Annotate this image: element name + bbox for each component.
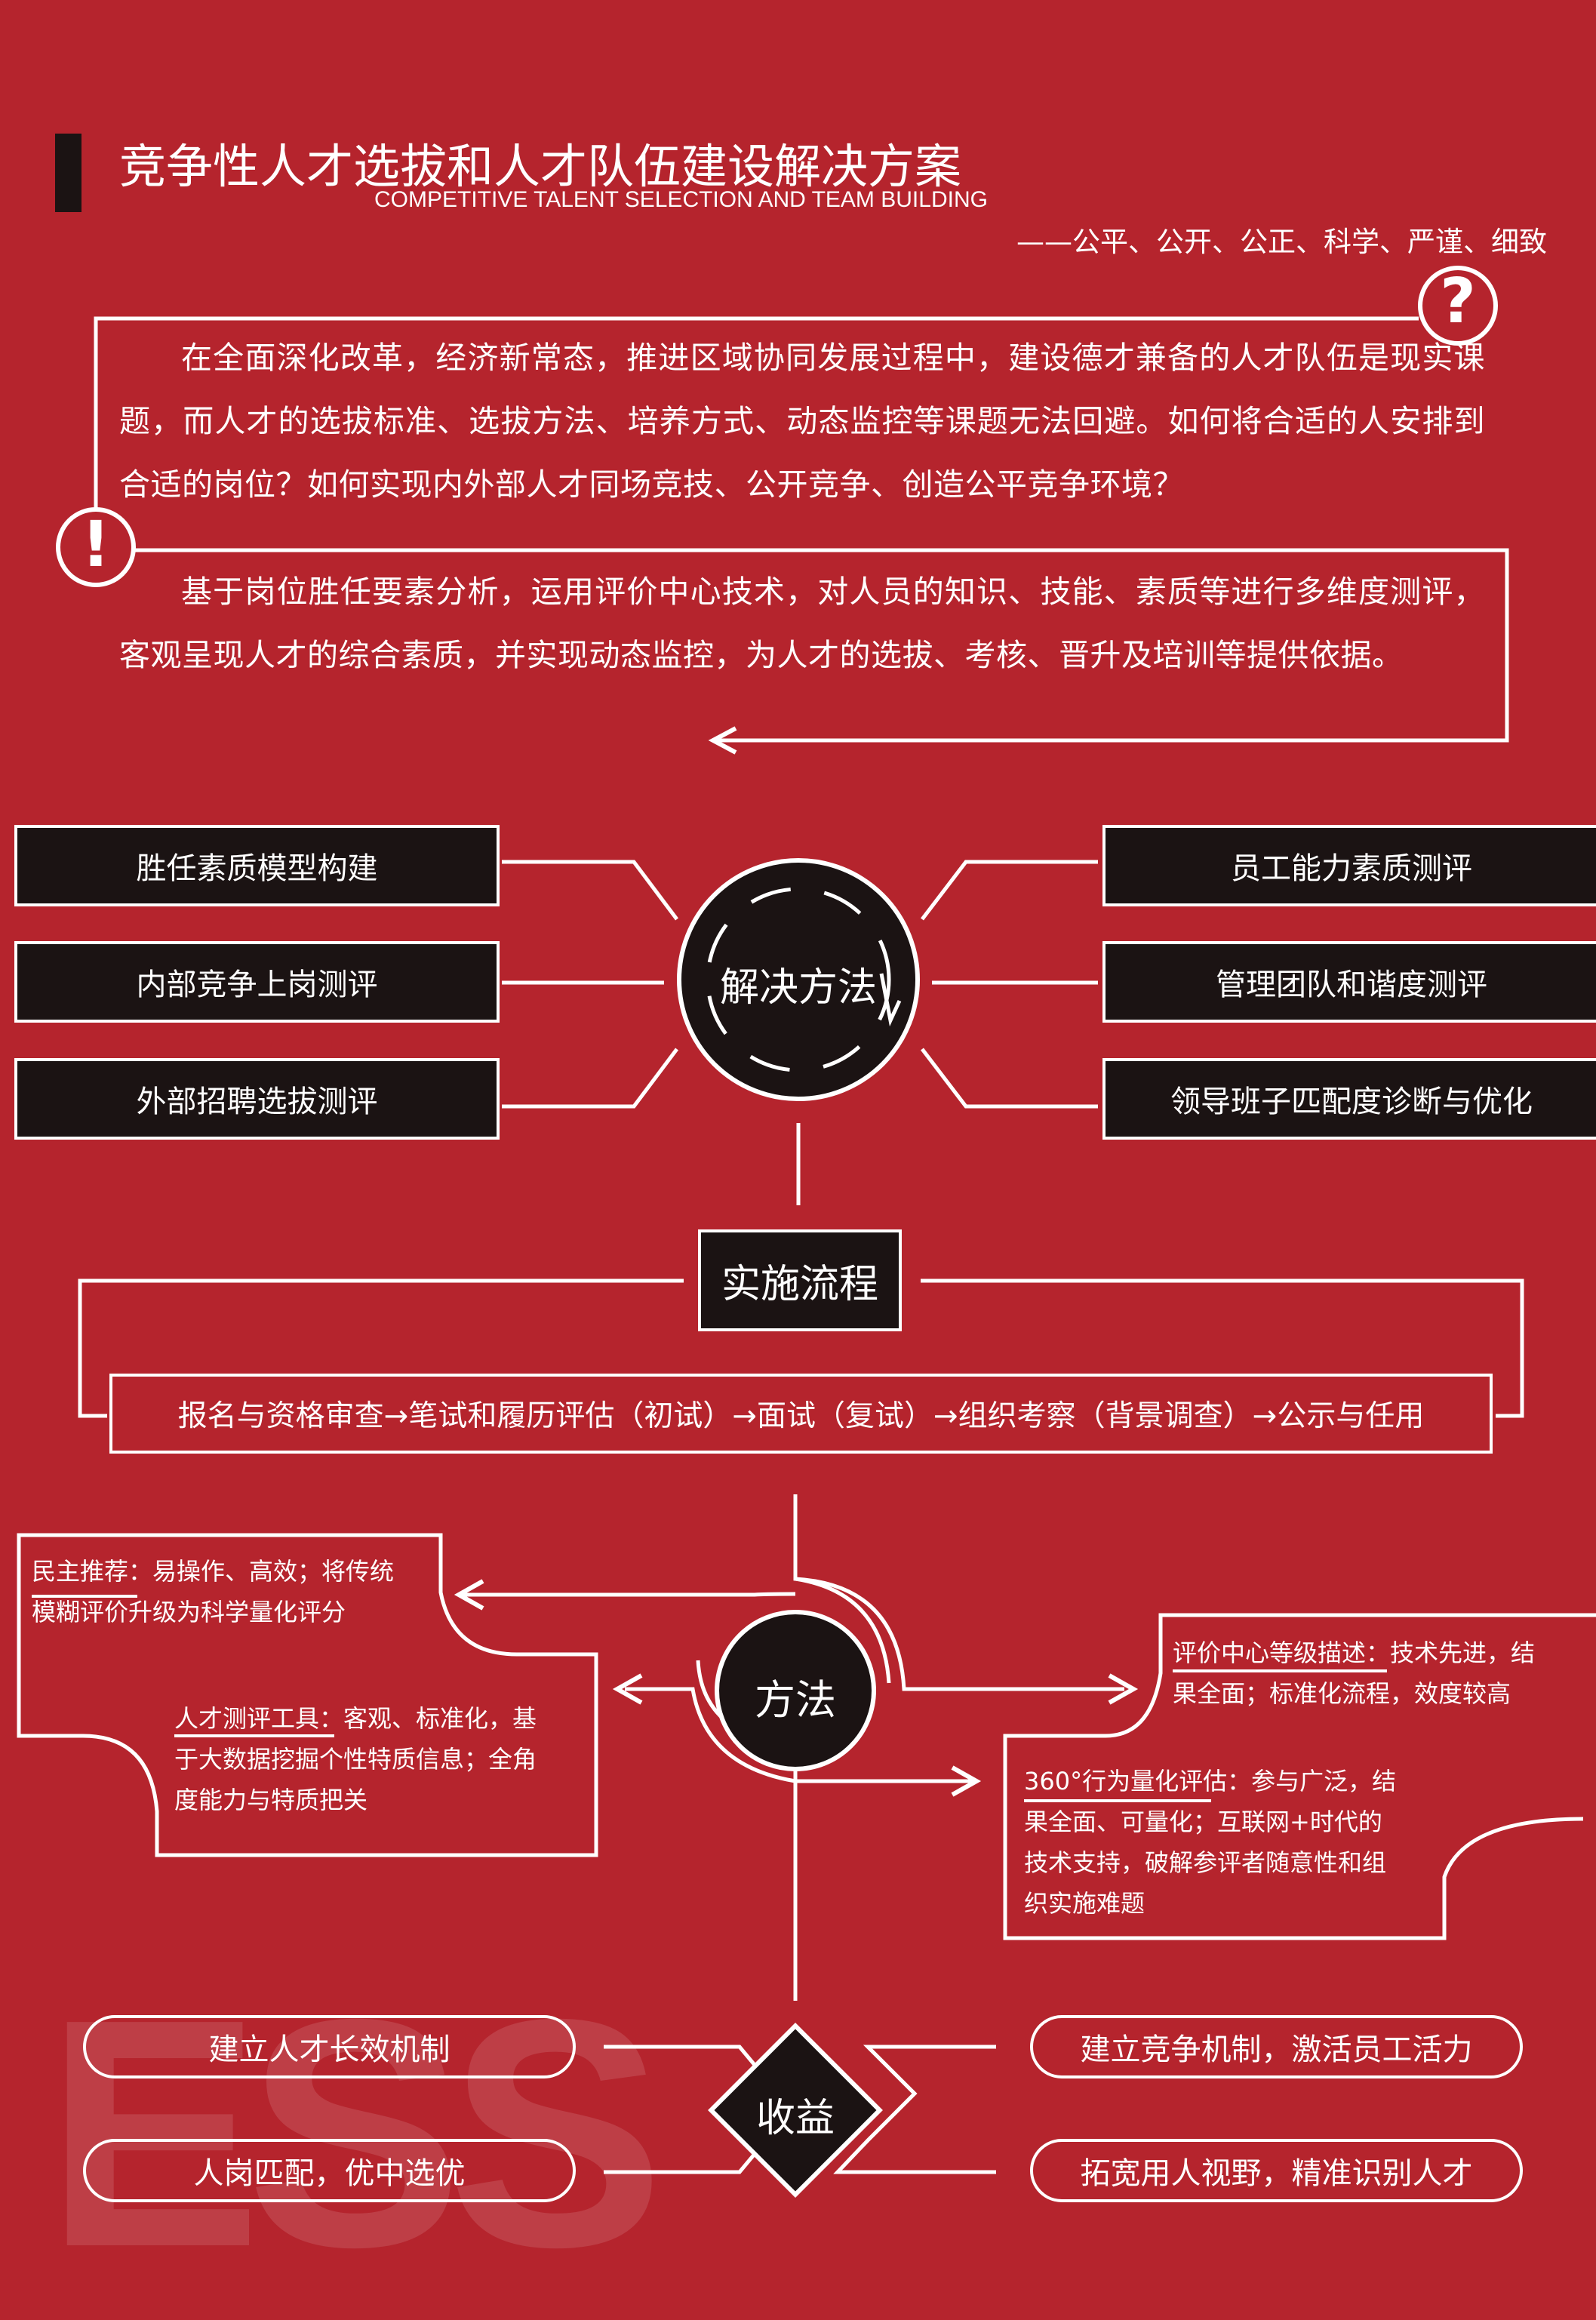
solution-center-label: 解决方法 — [719, 965, 877, 1011]
benefit-diamond — [708, 2023, 883, 2198]
question-circle — [1418, 266, 1498, 346]
method-item-4: 360°行为量化评估：参与广泛，结果全面、可量化；互联网+时代的技术支持，破解参… — [1024, 1767, 1397, 1918]
solution-left-3: 外部招聘选拔测评 — [14, 1058, 500, 1140]
solution-right-1: 员工能力素质测评 — [1102, 825, 1596, 906]
solution-circle — [677, 858, 920, 1101]
question-icon: ? — [1440, 266, 1476, 337]
solution-left-1: 胜任素质模型构建 — [14, 825, 500, 906]
solution-right-2: 管理团队和谐度测评 — [1102, 941, 1596, 1023]
answer-paragraph: 基于岗位胜任要素分析，运用评价中心技术，对人员的知识、技能、素质等进行多维度测评… — [119, 574, 1485, 673]
benefit-center-label: 收益 — [755, 2096, 835, 2141]
process-steps: 报名与资格审查→笔试和履历评估（初试）→面试（复试）→组织考察（背景调查）→公示… — [109, 1374, 1493, 1454]
exclamation-circle — [56, 507, 136, 587]
method-underline — [174, 1734, 334, 1737]
method-item-2: 人才测评工具：客观、标准化，基于大数据挖掘个性特质信息；全角度能力与特质把关 — [174, 1704, 537, 1814]
process-title: 实施流程 — [698, 1229, 902, 1331]
question-paragraph: 在全面深化改革，经济新常态，推进区域协同发展过程中，建设德才兼备的人才队伍是现实… — [119, 340, 1485, 503]
method-item-1: 民主推荐：易操作、高效；将传统模糊评价升级为科学量化评分 — [32, 1557, 395, 1626]
exclamation-icon: ! — [81, 507, 111, 581]
solution-left-2: 内部竞争上岗测评 — [14, 941, 500, 1023]
solution-right-3: 领导班子匹配度诊断与优化 — [1102, 1058, 1596, 1140]
method-item-3: 评价中心等级描述：技术先进，结果全面；标准化流程，效度较高 — [1173, 1638, 1536, 1708]
title-bar-accent — [55, 134, 81, 212]
benefit-right-1: 建立竞争机制，激活员工活力 — [1030, 2015, 1523, 2078]
watermark: ESS — [45, 1952, 664, 2315]
method-circle — [715, 1610, 876, 1771]
method-underline — [1173, 1669, 1387, 1672]
method-center-label: 方法 — [755, 1676, 836, 1724]
benefit-right-2: 拓宽用人视野，精准识别人才 — [1030, 2139, 1523, 2202]
page-subtitle-en: COMPETITIVE TALENT SELECTION AND TEAM BU… — [374, 187, 988, 212]
method-underline — [32, 1595, 137, 1598]
slogan: ——公平、公开、公正、科学、严谨、细致 — [1016, 226, 1547, 258]
benefit-left-2: 人岗匹配，优中选优 — [83, 2139, 576, 2202]
page-title: 竞争性人才选拔和人才队伍建设解决方案 — [119, 139, 962, 194]
method-underline — [1024, 1799, 1211, 1802]
benefit-left-1: 建立人才长效机制 — [83, 2015, 576, 2078]
